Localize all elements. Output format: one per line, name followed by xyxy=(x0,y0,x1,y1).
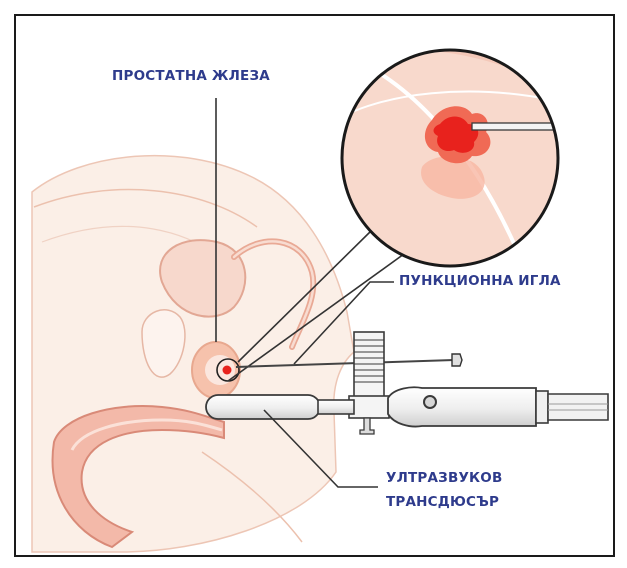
probe-cable xyxy=(548,394,608,420)
guide-clamp xyxy=(349,396,389,418)
needle-guide-block xyxy=(354,332,384,400)
label-prostate-gland: ПРОСТАТНА ЖЛЕЗА xyxy=(112,68,270,84)
probe-button xyxy=(424,396,436,408)
label-ultrasound-transducer-line2: ТРАНСДЮСЪР xyxy=(386,494,499,510)
lesion-dot xyxy=(223,366,232,375)
probe-handle xyxy=(388,387,536,426)
label-ultrasound-transducer-line1: УЛТРАЗВУКОВ xyxy=(386,470,502,486)
label-puncture-needle: ПУНКЦИОННА ИГЛА xyxy=(399,273,561,289)
magnified-needle xyxy=(472,123,582,130)
body-cross-section xyxy=(32,156,354,552)
clamp-screw xyxy=(360,418,374,434)
probe-tip xyxy=(206,395,320,419)
needle-hub xyxy=(452,354,462,366)
probe-cable-connector xyxy=(536,391,548,423)
probe-neck xyxy=(318,400,354,414)
diagram-frame: ПРОСТАТНА ЖЛЕЗА ПУНКЦИОННА ИГЛА УЛТРАЗВУ… xyxy=(14,14,615,557)
